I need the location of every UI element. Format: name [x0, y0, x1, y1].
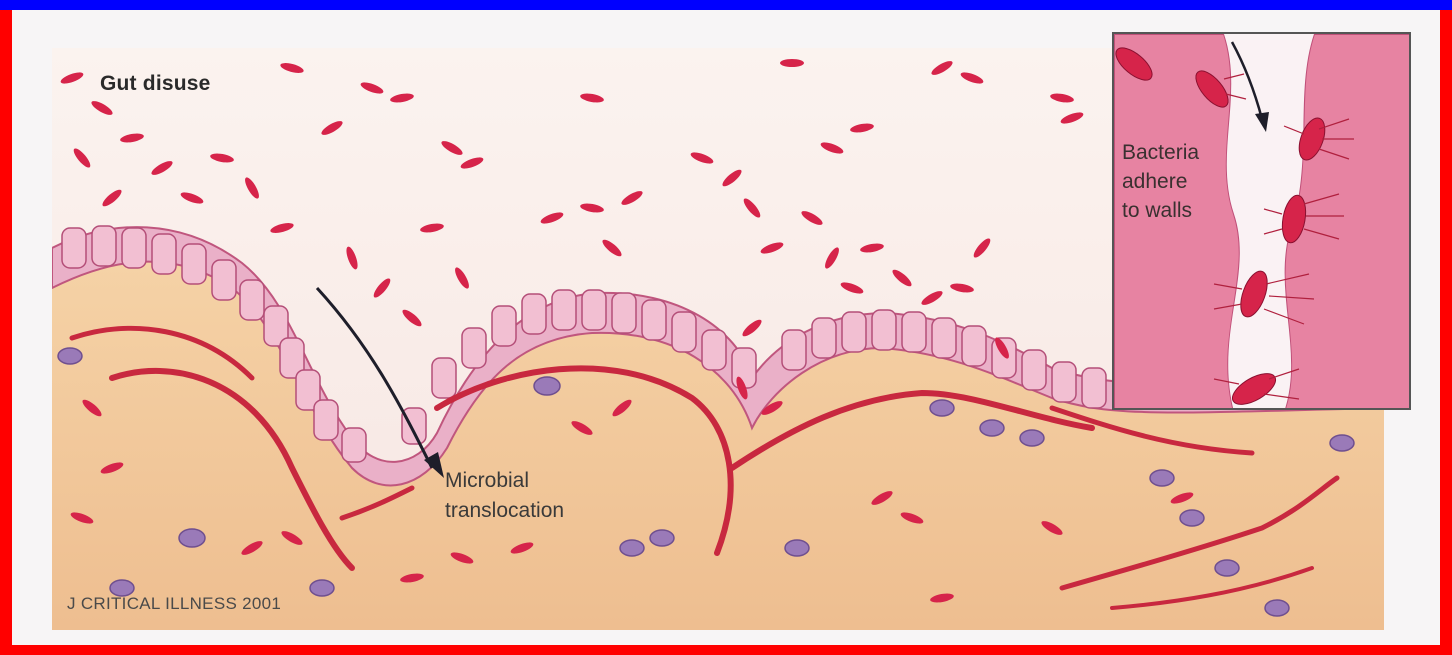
cell-nucleus-icon — [310, 580, 334, 596]
cell-nucleus-icon — [650, 530, 674, 546]
bacterium-icon — [780, 59, 804, 67]
cell-nucleus-icon — [534, 377, 560, 395]
microbial-translocation-label: Microbial translocation — [445, 466, 645, 526]
epithelial-cell — [402, 408, 426, 444]
inset-line-2: adhere — [1122, 167, 1242, 196]
cell-nucleus-icon — [930, 400, 954, 416]
epithelial-cell — [62, 228, 86, 268]
epithelial-cell — [314, 400, 338, 440]
epithelial-cell — [872, 310, 896, 350]
epithelial-cell — [342, 428, 366, 462]
inset-line-1: Bacteria — [1122, 138, 1242, 167]
epithelial-cell — [122, 228, 146, 268]
cell-nucleus-icon — [785, 540, 809, 556]
epithelial-cell — [812, 318, 836, 358]
inset-line-3: to walls — [1122, 196, 1242, 225]
epithelial-cell — [240, 280, 264, 320]
epithelial-cell — [702, 330, 726, 370]
epithelial-cell — [732, 348, 756, 388]
epithelial-cell — [492, 306, 516, 346]
cell-nucleus-icon — [1265, 600, 1289, 616]
epithelial-cell — [1022, 350, 1046, 390]
cell-nucleus-icon — [980, 420, 1004, 436]
cell-nucleus-icon — [1020, 430, 1044, 446]
epithelial-cell — [152, 234, 176, 274]
top-border-strip — [0, 0, 1452, 10]
epithelial-cell — [782, 330, 806, 370]
microbial-line-1: Microbial — [445, 466, 645, 496]
epithelial-cell — [612, 293, 636, 333]
cell-nucleus-icon — [1150, 470, 1174, 486]
epithelial-cell — [212, 260, 236, 300]
diagram-title: Gut disuse — [100, 72, 211, 96]
epithelial-cell — [842, 312, 866, 352]
epithelial-cell — [962, 326, 986, 366]
epithelial-cell — [932, 318, 956, 358]
epithelial-cell — [432, 358, 456, 398]
cell-nucleus-icon — [1330, 435, 1354, 451]
cell-nucleus-icon — [58, 348, 82, 364]
epithelial-cell — [672, 312, 696, 352]
bacteria-adhere-label: Bacteria adhere to walls — [1122, 138, 1242, 225]
epithelial-cell — [462, 328, 486, 368]
epithelial-cell — [552, 290, 576, 330]
cell-nucleus-icon — [620, 540, 644, 556]
cell-nucleus-icon — [1215, 560, 1239, 576]
epithelial-cell — [522, 294, 546, 334]
epithelial-cell — [642, 300, 666, 340]
epithelial-cell — [902, 312, 926, 352]
cell-nucleus-icon — [1180, 510, 1204, 526]
epithelial-cell — [182, 244, 206, 284]
cell-nucleus-icon — [179, 529, 205, 547]
epithelial-cell — [1052, 362, 1076, 402]
epithelial-cell — [1082, 368, 1106, 408]
microbial-line-2: translocation — [445, 496, 645, 526]
source-credit: J CRITICAL ILLNESS 2001 — [67, 594, 281, 614]
epithelial-cell — [582, 290, 606, 330]
epithelial-cell — [92, 226, 116, 266]
